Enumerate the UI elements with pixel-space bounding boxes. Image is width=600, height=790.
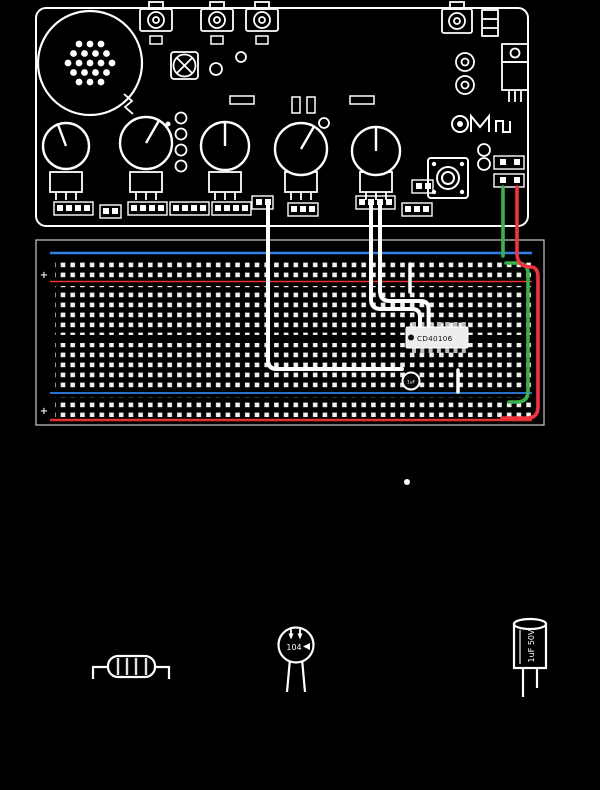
ceramic-capacitor-label: 104	[286, 643, 301, 652]
power-header-1	[493, 155, 525, 170]
ic-cd40106: CD40106	[405, 322, 469, 353]
pcb-outline	[35, 7, 529, 227]
header-10	[411, 179, 434, 194]
header-2	[99, 204, 122, 219]
resistor-lead-right	[155, 665, 171, 679]
electrolytic-capacitor-label: 1uF 50V	[527, 629, 536, 662]
resistor	[91, 654, 171, 679]
potentiometer-1	[49, 171, 83, 200]
ceramic-disc	[277, 626, 315, 664]
power-connector	[481, 9, 499, 37]
header-1	[53, 201, 94, 216]
hookup-wires	[266, 185, 540, 420]
logo-wave-icon	[495, 120, 511, 133]
push-button	[427, 157, 469, 199]
electrolytic-capacitor: 1uF 50V	[512, 617, 548, 697]
header-9	[401, 202, 433, 217]
solder-pads	[149, 35, 269, 45]
knob-2	[118, 115, 174, 171]
voltage-regulator	[501, 43, 529, 102]
electrolytic-top	[512, 617, 548, 631]
header-5	[211, 201, 252, 216]
white-wire-1	[266, 199, 404, 371]
red-wire-1	[500, 185, 540, 420]
speaker-holes	[64, 40, 116, 86]
white-wire-2	[369, 201, 422, 328]
knob-4	[273, 121, 329, 177]
logo-o-icon	[451, 115, 469, 133]
rail-plus-mark: +	[40, 406, 48, 417]
led-icon	[209, 62, 223, 76]
ceramic-lead-left	[285, 658, 292, 693]
resistor-bands	[116, 658, 148, 675]
brand-logo	[451, 113, 511, 133]
stray-dot	[404, 479, 410, 485]
led-icon	[477, 143, 491, 157]
power-header-2	[493, 173, 525, 188]
white-wire-3	[378, 201, 431, 328]
knob-3	[199, 120, 251, 172]
ceramic-lead-right	[300, 658, 307, 693]
audio-jack-4	[441, 1, 473, 34]
ic-pins	[412, 322, 466, 353]
bottom-power-rail-holes	[55, 397, 532, 417]
header-4	[169, 201, 210, 216]
zigzag-trace-icon	[123, 93, 134, 115]
resistor-lead-left	[91, 665, 108, 679]
top-power-rail-holes	[55, 258, 532, 278]
audio-jack-3	[245, 1, 279, 32]
down-arrows-icon	[288, 627, 303, 640]
ic-notch	[408, 334, 414, 341]
rail-plus-mark: +	[40, 270, 48, 281]
small-parts	[229, 95, 375, 114]
led-icon	[477, 157, 491, 171]
knob-5	[350, 125, 402, 177]
header-7	[287, 202, 319, 217]
led-icon	[235, 51, 247, 63]
resistor-body	[106, 654, 157, 679]
potentiometer-3	[208, 171, 242, 200]
audio-jack-2	[200, 1, 234, 32]
knobs	[41, 115, 402, 177]
breadboard-capacitor-label: 1uF	[407, 379, 416, 385]
ic-label: CD40106	[417, 334, 453, 343]
led-column	[174, 111, 330, 173]
trimpot	[170, 51, 199, 80]
knob-1	[41, 121, 91, 171]
logo-m-icon	[470, 113, 490, 132]
ic-body	[405, 326, 469, 349]
ceramic-capacitor: 104	[277, 626, 315, 693]
header-3	[127, 201, 168, 216]
left-arrow-icon	[303, 643, 310, 650]
audio-jack-1	[139, 1, 173, 32]
board-capacitors	[455, 52, 475, 95]
breadboard-capacitor: 1uF	[401, 371, 421, 391]
potentiometer-2	[129, 171, 163, 200]
speaker	[36, 9, 144, 117]
